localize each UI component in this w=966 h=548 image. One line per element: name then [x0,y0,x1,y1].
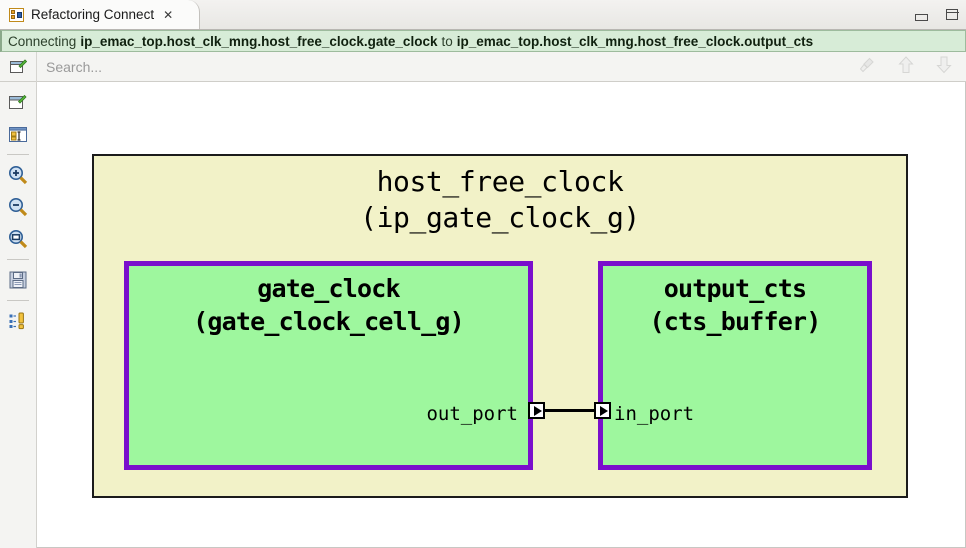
outer-module-name: host_free_clock [376,165,624,198]
outer-module-host-free-clock[interactable]: host_free_clock (ip_gate_clock_g) gate_c… [92,154,908,498]
diagram-canvas[interactable]: host_free_clock (ip_gate_clock_g) gate_c… [37,82,966,548]
outer-module-type: (ip_gate_clock_g) [360,200,640,234]
search-input[interactable] [37,50,858,83]
title-bar: Refactoring Connect ✕ [0,0,966,30]
toolbar-separator [7,259,29,260]
refactoring-connect-icon [9,7,24,22]
port-marker-in-port[interactable] [594,402,611,419]
block-gate-clock[interactable]: gate_clock (gate_clock_cell_g) out_port [124,261,533,470]
block-output-cts-label: output_cts (cts_buffer) [603,273,867,338]
block-output-cts[interactable]: output_cts (cts_buffer) in_port [598,261,872,470]
clear-search-icon[interactable] [858,56,876,77]
editor-body: host_free_clock (ip_gate_clock_g) gate_c… [0,82,966,548]
port-label-in-port: in_port [614,403,695,425]
left-toolbar [0,82,37,548]
port-marker-out-port[interactable] [528,402,545,419]
zoom-in-icon[interactable] [4,161,32,189]
block-gate-clock-label: gate_clock (gate_clock_cell_g) [129,273,528,338]
status-conjunction: to [441,33,453,49]
status-prefix: Connecting [8,33,77,49]
block-output-cts-name: output_cts [663,274,807,303]
connection-wire[interactable] [544,409,598,412]
window-controls [915,0,959,29]
show-properties-icon[interactable] [4,120,32,148]
block-gate-clock-name: gate_clock [257,274,400,303]
search-bar [0,50,966,83]
status-target-path: ip_emac_top.host_clk_mng.host_free_clock… [456,33,814,49]
next-match-arrow-down-icon[interactable] [936,56,952,77]
search-actions [858,56,966,77]
status-source-path: ip_emac_top.host_clk_mng.host_free_clock… [80,33,438,49]
port-label-out-port: out_port [426,403,518,425]
toolbar-separator [7,300,29,301]
refactoring-connect-window: Refactoring Connect ✕ Connecting ip_emac… [0,0,966,526]
tab-label: Refactoring Connect [31,7,155,22]
connection-diagram: host_free_clock (ip_gate_clock_g) gate_c… [37,82,965,547]
block-gate-clock-type: (gate_clock_cell_g) [193,306,465,336]
block-output-cts-type: (cts_buffer) [649,306,821,336]
status-bar: Connecting ip_emac_top.host_clk_mng.host… [0,30,966,52]
outline-warning-icon[interactable] [4,307,32,335]
maximize-button[interactable] [946,9,959,20]
open-new-view-icon[interactable] [4,88,32,116]
new-view-icon[interactable] [0,51,37,82]
toolbar-separator [7,154,29,155]
zoom-fit-icon[interactable] [4,225,32,253]
save-icon[interactable] [4,266,32,294]
tab-refactoring-connect[interactable]: Refactoring Connect ✕ [0,0,201,29]
zoom-out-icon[interactable] [4,193,32,221]
outer-module-label: host_free_clock (ip_gate_clock_g) [94,164,906,236]
minimize-button[interactable] [915,13,928,21]
close-icon[interactable]: ✕ [163,7,174,22]
previous-match-arrow-up-icon[interactable] [898,56,914,77]
